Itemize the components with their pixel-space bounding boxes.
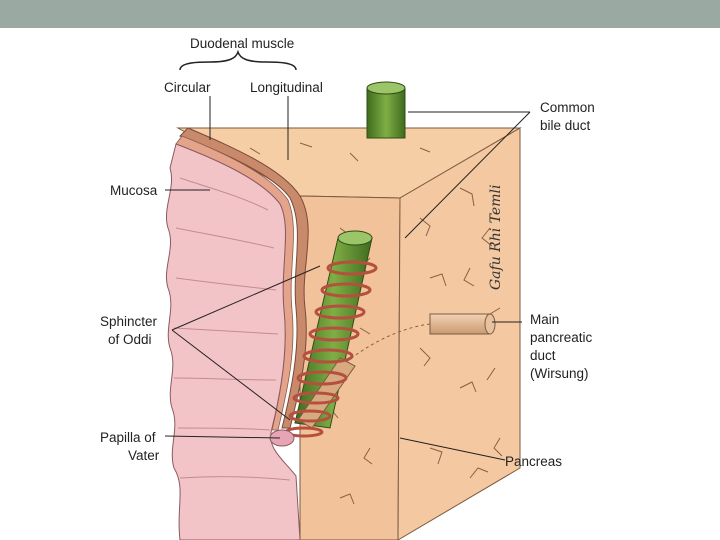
label-duodenal-muscle: Duodenal muscle bbox=[190, 36, 294, 51]
leader-lines bbox=[164, 96, 531, 461]
pancreatic-duct-path bbox=[344, 323, 431, 364]
duodenum-anatomy-diagram: Gafu Rhi Temli Duodenal muscle Circular … bbox=[100, 36, 595, 540]
mucosa-folds bbox=[173, 177, 291, 481]
artist-signature: Gafu Rhi Temli bbox=[488, 185, 504, 290]
label-papilla-line2: Vater bbox=[128, 448, 160, 463]
header-bar bbox=[0, 0, 720, 28]
common-bile-duct-stump bbox=[366, 81, 406, 139]
label-pancreatic-line3: duct bbox=[530, 348, 556, 363]
label-pancreatic-line4: (Wirsung) bbox=[530, 366, 589, 381]
label-circular: Circular bbox=[164, 80, 211, 95]
diagram-canvas: Gafu Rhi Temli Duodenal muscle Circular … bbox=[0, 28, 720, 540]
duodenal-muscle-bracket bbox=[179, 49, 297, 71]
label-mucosa: Mucosa bbox=[110, 183, 158, 198]
sphincter-rings bbox=[284, 260, 378, 438]
label-common-bile-duct-line2: bile duct bbox=[540, 118, 591, 133]
label-common-bile-duct-line1: Common bbox=[540, 100, 595, 115]
label-pancreatic-line2: pancreatic bbox=[530, 330, 593, 345]
label-papilla-line1: Papilla of bbox=[100, 430, 156, 445]
main-pancreatic-duct-stump bbox=[429, 313, 496, 335]
label-pancreatic-line1: Main bbox=[530, 312, 559, 327]
label-sphincter-line2: of Oddi bbox=[108, 332, 152, 347]
label-longitudinal: Longitudinal bbox=[250, 80, 323, 95]
label-pancreas: Pancreas bbox=[505, 454, 562, 469]
mucosa-wall bbox=[166, 143, 301, 540]
label-sphincter-line1: Sphincter bbox=[100, 314, 158, 329]
